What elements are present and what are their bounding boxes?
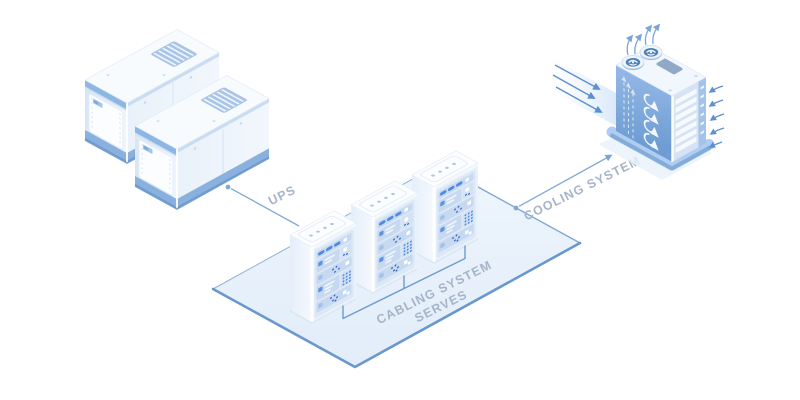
ups-connector-line bbox=[225, 184, 300, 227]
cooling-connector-line bbox=[513, 154, 613, 211]
airflow-intake-icon bbox=[708, 85, 725, 148]
louver-slats bbox=[675, 88, 697, 153]
cabling-bracket bbox=[342, 245, 466, 320]
air-dashed-lines-icon bbox=[621, 76, 636, 139]
air-swirl-icon bbox=[643, 93, 659, 151]
airflow-out-icon bbox=[625, 23, 661, 56]
connector-dot bbox=[225, 184, 231, 190]
airflow-in-icon bbox=[552, 64, 603, 113]
cooling-fan-icon-2 bbox=[639, 45, 663, 61]
cooling-system-label: COOLING SYSTEM bbox=[522, 153, 643, 223]
connector-dot bbox=[513, 205, 519, 211]
cooling-unit bbox=[550, 23, 725, 180]
cooling-fan-icon-1 bbox=[621, 55, 645, 71]
vent-slot bbox=[656, 58, 683, 75]
ups-label: UPS bbox=[266, 183, 298, 208]
